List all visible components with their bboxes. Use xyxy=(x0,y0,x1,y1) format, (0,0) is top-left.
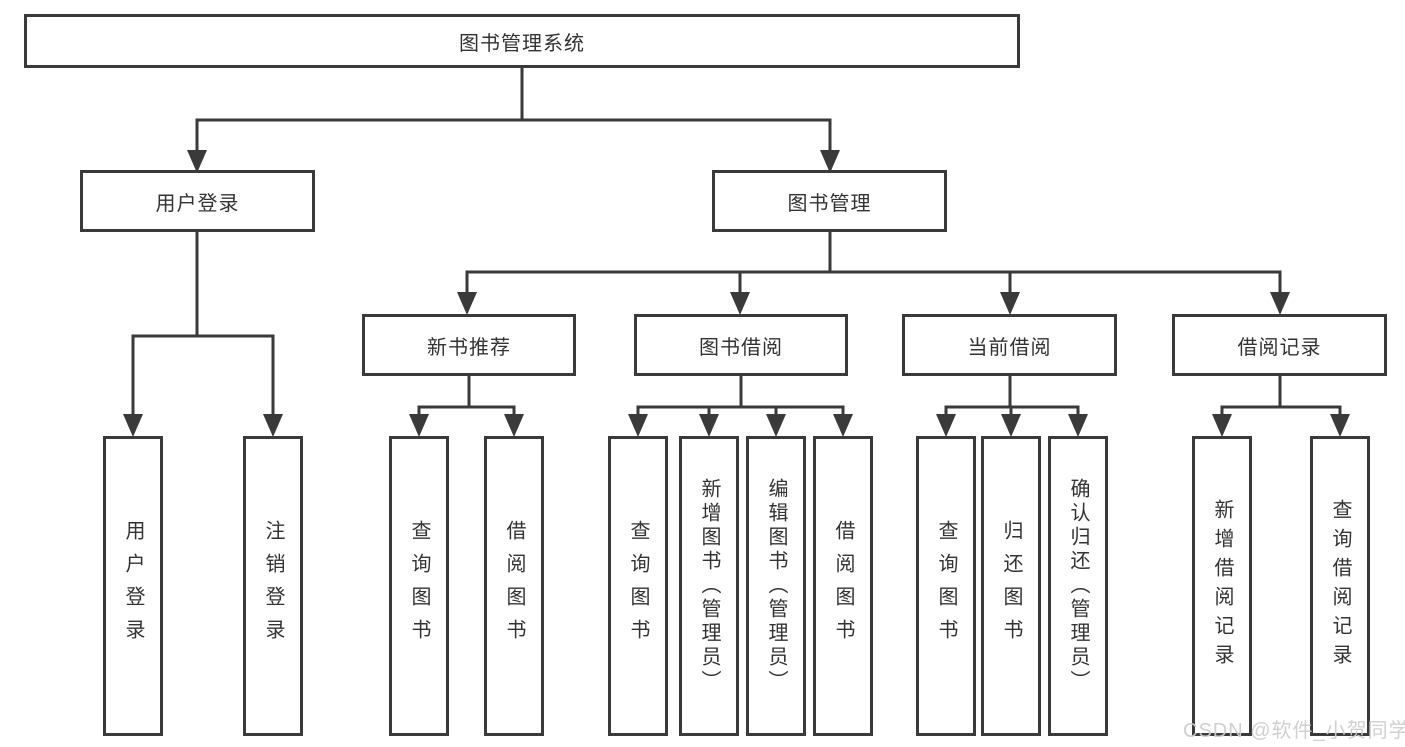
leaf-user-login: 用户登录 xyxy=(103,436,163,736)
leaf-label: 新增图书（管理员） xyxy=(698,478,720,694)
leaf-label: 确认归还（管理员） xyxy=(1067,478,1089,694)
node-user-login: 用户登录 xyxy=(80,170,315,232)
leaf-search-books: 查询图书 xyxy=(608,436,668,736)
node-book-management: 图书管理 xyxy=(712,170,947,232)
node-borrowing-records: 借阅记录 xyxy=(1172,314,1387,376)
node-book-borrowing: 图书借阅 xyxy=(634,314,848,376)
leaf-logout: 注销登录 xyxy=(243,436,303,736)
leaf-search-books: 查询图书 xyxy=(389,436,449,736)
leaf-add-books-admin: 新增图书（管理员） xyxy=(679,436,739,736)
leaf-label: 归还图书 xyxy=(1000,520,1022,652)
leaf-label: 查询图书 xyxy=(627,520,649,652)
leaf-search-books: 查询图书 xyxy=(916,436,976,736)
leaf-return-books: 归还图书 xyxy=(981,436,1041,736)
csdn-watermark: CSDN @软件_小贺同学 xyxy=(1183,720,1405,742)
leaf-edit-books-admin: 编辑图书（管理员） xyxy=(746,436,806,736)
leaf-confirm-return-admin: 确认归还（管理员） xyxy=(1048,436,1108,736)
tree-edges xyxy=(131,68,1342,415)
node-new-book-recommendation: 新书推荐 xyxy=(362,314,576,376)
leaf-label: 借阅图书 xyxy=(832,520,854,652)
leaf-label: 借阅图书 xyxy=(503,520,525,652)
leaf-borrow-books: 借阅图书 xyxy=(484,436,544,736)
arrowheads xyxy=(123,150,1350,437)
leaf-label: 编辑图书（管理员） xyxy=(765,478,787,694)
leaf-borrow-books: 借阅图书 xyxy=(813,436,873,736)
leaf-add-borrow-record: 新增借阅记录 xyxy=(1192,436,1252,736)
node-current-borrowing: 当前借阅 xyxy=(902,314,1117,376)
leaf-label: 查询图书 xyxy=(408,520,430,652)
leaf-label: 查询图书 xyxy=(935,520,957,652)
leaf-label: 用户登录 xyxy=(122,520,144,652)
leaf-label: 查询借阅记录 xyxy=(1329,499,1351,673)
leaf-label: 新增借阅记录 xyxy=(1211,499,1233,673)
leaf-search-borrow-record: 查询借阅记录 xyxy=(1310,436,1370,736)
leaf-label: 注销登录 xyxy=(262,520,284,652)
node-root-library-management-system: 图书管理系统 xyxy=(24,14,1020,68)
